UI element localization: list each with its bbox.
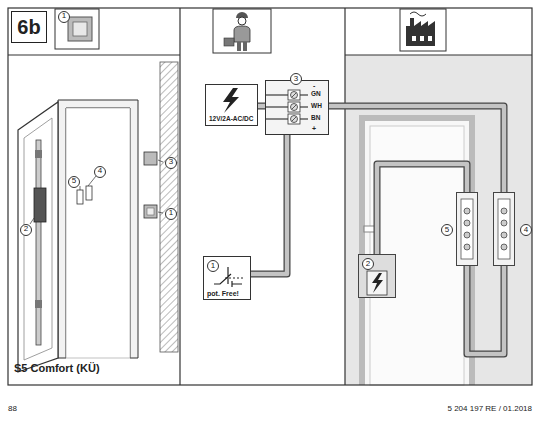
- door-panel: [24, 118, 52, 360]
- conn-symbol: [457, 193, 479, 267]
- leader-line: [88, 176, 96, 186]
- leader-line: [80, 186, 81, 190]
- divider: [345, 54, 532, 55]
- cable-connector: 5: [456, 192, 478, 266]
- door-frame: [58, 100, 138, 358]
- frame: [8, 8, 532, 385]
- callout-number: 1: [165, 208, 177, 220]
- cable-transfer: [77, 190, 83, 204]
- switch-icon: [68, 17, 92, 41]
- cable: [258, 106, 265, 107]
- leader-line: [30, 218, 34, 224]
- cable: [377, 164, 467, 254]
- motor-lock: [34, 188, 46, 222]
- cable: [467, 266, 504, 354]
- callout-number: 4: [520, 224, 532, 236]
- callout-number: 4: [94, 166, 106, 178]
- cable-core: [251, 135, 287, 274]
- node-text: BN: [311, 115, 320, 122]
- callout-number: 1: [58, 11, 70, 23]
- switch-icon: [73, 22, 87, 36]
- cable-core: [329, 106, 504, 192]
- switch-icon-box: [55, 9, 99, 49]
- divider: [8, 54, 180, 55]
- cable-core: [467, 266, 504, 354]
- cable-transfer: [86, 186, 92, 200]
- motor-lock-box: 2: [358, 254, 396, 298]
- cable: [329, 106, 504, 192]
- conn-symbol: [494, 193, 516, 267]
- cable-outline: [258, 103, 265, 110]
- cable-core: [377, 164, 467, 254]
- node-text: WH: [311, 103, 322, 110]
- leader-line: [158, 212, 163, 213]
- node-text: GN: [311, 91, 321, 98]
- switch-device: [144, 205, 157, 218]
- cable-outline: [467, 266, 504, 354]
- callout-number: 2: [362, 258, 374, 270]
- node-text: +: [312, 125, 316, 132]
- callout-number: 3: [290, 73, 302, 85]
- door-leaf: [18, 102, 58, 372]
- page-number: 88: [8, 405, 17, 413]
- door-opening: [66, 108, 130, 358]
- node-text: pot. Free!: [207, 290, 239, 297]
- model-caption: S5 Comfort (KÜ): [14, 363, 100, 374]
- callout-number: 5: [68, 176, 80, 188]
- power-supply-box: 12V/2A-AC/DC: [205, 84, 258, 126]
- cable-outline: [251, 135, 287, 274]
- step-number: 6b: [17, 17, 40, 37]
- node-text: -: [313, 82, 315, 89]
- lock-bar: [36, 140, 41, 345]
- power-supply-device: [144, 152, 157, 165]
- node-text: 12V/2A-AC/DC: [209, 116, 253, 123]
- callout-number: 2: [20, 224, 32, 236]
- title-box: 6b: [11, 11, 47, 43]
- divider: [179, 8, 180, 385]
- callout-number: 1: [207, 260, 219, 272]
- cable-outline: [329, 106, 504, 192]
- lock-bolt: [35, 300, 42, 308]
- cable-connector: 4: [493, 192, 515, 266]
- cable: [251, 135, 287, 274]
- factory-icon: [400, 9, 446, 51]
- callout-number: 5: [441, 224, 453, 236]
- terminal-block: 3-GNWHBN+: [265, 80, 329, 135]
- worker-icon: [213, 9, 271, 53]
- lock-bolt: [35, 150, 42, 158]
- switch-device: [147, 208, 154, 215]
- leader-line: [158, 160, 163, 162]
- document-number: 5 204 197 RE / 01.2018: [447, 405, 532, 413]
- switch-box: 1 pot. Free!: [203, 256, 251, 300]
- callout-number: 3: [165, 157, 177, 169]
- wall: [160, 62, 178, 352]
- cable-outline: [377, 164, 467, 254]
- cable-core: [258, 104, 265, 109]
- divider: [344, 8, 345, 385]
